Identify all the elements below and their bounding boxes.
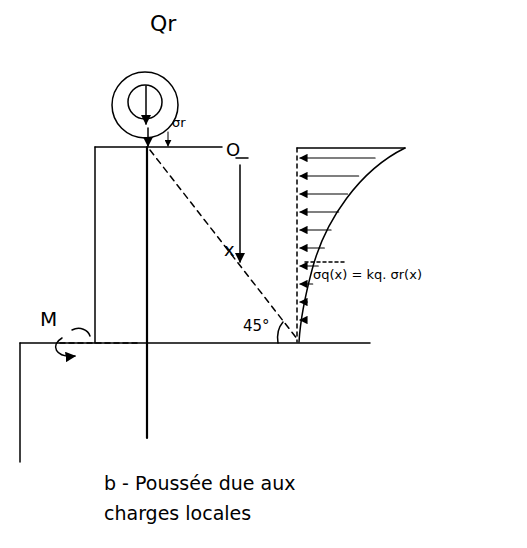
- origin-label: O: [226, 140, 240, 160]
- pressure-formula: σq(x) = kq. σr(x): [313, 268, 422, 282]
- pressure-arrow: [300, 229, 331, 230]
- spread-line: [150, 150, 298, 340]
- pressure-arrow: [300, 265, 318, 266]
- pressure-arrow: [300, 211, 339, 212]
- pressure-diagram: [297, 148, 405, 342]
- moment-symbol: [56, 328, 140, 356]
- pressure-arrow: [300, 301, 307, 302]
- stress-label: σr: [172, 116, 186, 130]
- retaining-wall: [20, 147, 370, 462]
- pressure-arrow: [300, 319, 303, 320]
- caption: b - Poussée due aux charges locales: [104, 468, 319, 529]
- depth-label: x: [224, 240, 235, 260]
- pressure-arrow: [300, 175, 359, 176]
- wheel: [112, 72, 178, 146]
- angle-arc: [278, 322, 283, 343]
- pressure-arrow: [300, 283, 313, 284]
- pressure-arrow: [300, 247, 324, 248]
- pressure-arrow: [300, 157, 375, 158]
- moment-label: M: [40, 308, 57, 330]
- depth-axis: [239, 165, 241, 262]
- load-label: Qr: [150, 12, 176, 36]
- leader-line: [305, 261, 345, 263]
- pressure-arrow: [300, 193, 348, 194]
- angle-label: 45°: [243, 318, 270, 335]
